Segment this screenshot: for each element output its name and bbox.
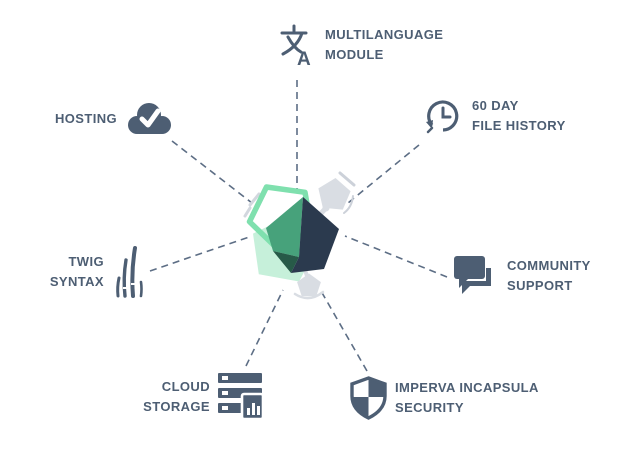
connector-community — [344, 235, 448, 278]
feature-label: HOSTING — [55, 111, 118, 126]
gem-molecule-logo — [243, 171, 356, 300]
chat-bubbles-icon — [452, 254, 497, 297]
server-stack-icon — [218, 372, 264, 421]
dashed-connectors — [149, 80, 448, 372]
feature-cloud-storage: CLOUD STORAGE — [130, 372, 264, 421]
feature-label: 60 DAY FILE HISTORY — [472, 98, 566, 133]
feature-file-history: 60 DAY FILE HISTORY — [424, 96, 566, 136]
feature-hosting: HOSTING — [55, 98, 173, 140]
feature-twig-syntax: TWIG SYNTAX — [36, 246, 146, 298]
translate-icon: A — [280, 24, 315, 66]
connector-hosting — [171, 140, 253, 204]
connector-file-history — [347, 144, 420, 204]
feature-label: TWIG SYNTAX — [49, 254, 104, 289]
cloud-check-icon — [125, 98, 173, 140]
feature-label: COMMUNITY SUPPORT — [507, 257, 591, 293]
grass-icon — [112, 246, 146, 298]
connector-cloud-storage — [245, 289, 284, 367]
feature-label: MULTILANGUAGE MODULE — [325, 27, 444, 62]
feature-community-support: COMMUNITY SUPPORT — [452, 254, 591, 297]
history-icon — [424, 96, 462, 136]
svg-text:A: A — [297, 49, 311, 66]
connector-security — [320, 290, 368, 372]
shield-icon — [350, 376, 387, 420]
feature-label: CLOUD STORAGE — [143, 378, 210, 414]
connector-twig — [149, 235, 253, 272]
feature-incapsula-security: IMPERVA INCAPSULA SECURITY — [350, 376, 539, 420]
feature-label: IMPERVA INCAPSULA SECURITY — [395, 380, 539, 415]
feature-multilanguage-module: A MULTILANGUAGE MODULE — [280, 24, 443, 66]
